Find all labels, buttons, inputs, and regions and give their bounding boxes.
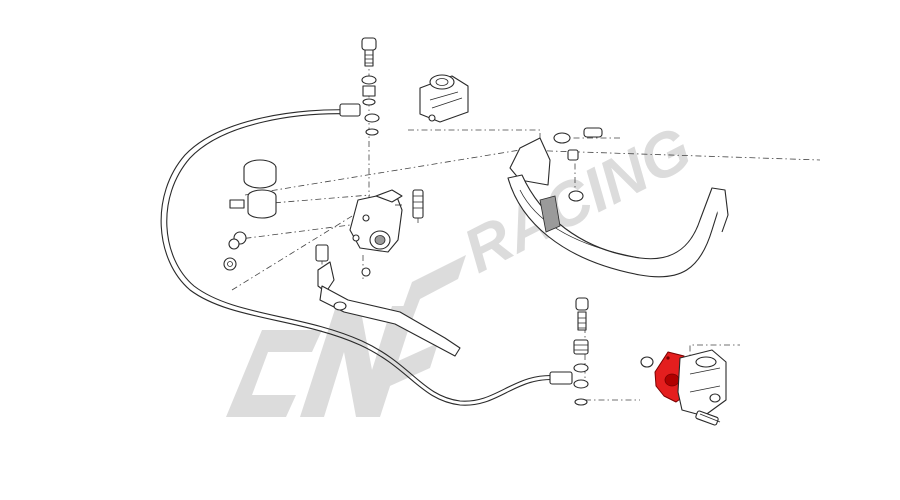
lever-pivot (315, 244, 329, 262)
reservoir-bracket (229, 199, 245, 209)
guard-washer (553, 132, 571, 144)
slave-washer-3 (574, 398, 588, 406)
master-to-slave-hose (160, 103, 573, 406)
lever-guard (507, 127, 729, 278)
slave-banjo-bolt (577, 311, 587, 331)
hose-clips (223, 231, 247, 271)
pivot-bolt (412, 189, 424, 219)
handlebar-clamp (419, 74, 469, 123)
washer-3 (364, 113, 380, 123)
hose-end-bottom (549, 371, 573, 385)
banjo-fitting (362, 85, 376, 97)
washer-4 (365, 128, 379, 136)
bleed-cap (361, 37, 377, 51)
slave-washer-2 (573, 379, 589, 389)
washer (361, 75, 377, 85)
hose-end-top (339, 103, 361, 117)
guard-spacer (567, 149, 579, 161)
slave-cylinder-body (677, 349, 727, 426)
washer-2 (362, 98, 376, 106)
slave-bleed-cap (575, 297, 589, 311)
fluid-reservoir (229, 159, 277, 219)
slave-fitting (573, 339, 589, 355)
cover-oring (640, 356, 654, 368)
banjo-bolt (364, 49, 374, 67)
master-banjo-bolt-stack (361, 37, 380, 136)
slave-bleeder (709, 393, 721, 403)
guard-bolt (583, 127, 603, 138)
watermark-letter-c2 (372, 255, 466, 394)
master-cylinder-body (349, 189, 403, 253)
slave-washer (573, 363, 589, 373)
watermark-letter-c (226, 330, 322, 417)
slave-banjo-bolt-stack (573, 297, 589, 406)
guard-nut (568, 190, 584, 202)
brake-lever (315, 244, 461, 357)
